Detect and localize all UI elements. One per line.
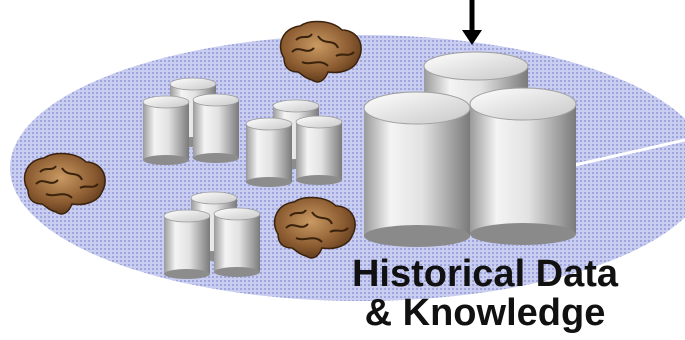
database-cluster-icon xyxy=(142,77,240,165)
brain-icon xyxy=(279,20,362,83)
connector-line xyxy=(574,138,685,167)
caption-line-2: & Knowledge xyxy=(364,292,606,334)
brain-icon xyxy=(23,152,106,215)
arrow-down-icon xyxy=(462,0,482,45)
historical-database-icon xyxy=(363,51,577,247)
database-cluster-icon xyxy=(245,99,343,187)
caption-line-1: Historical Data xyxy=(351,253,619,295)
brain-icon xyxy=(273,196,356,259)
database-cluster-icon xyxy=(163,191,261,279)
